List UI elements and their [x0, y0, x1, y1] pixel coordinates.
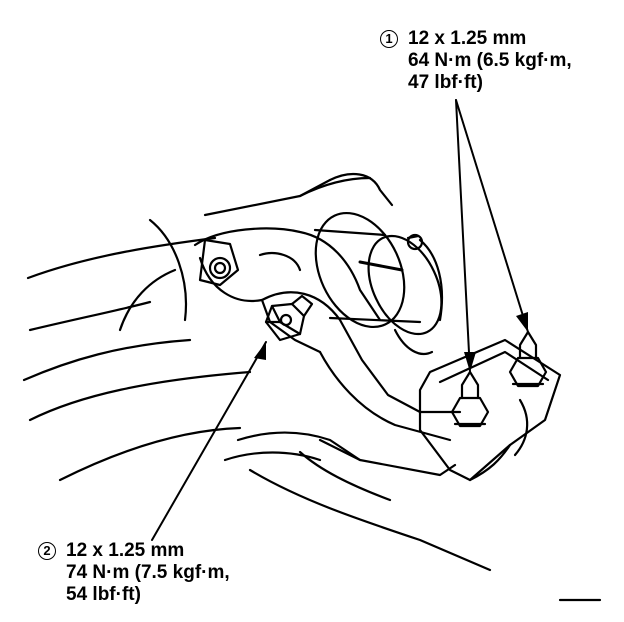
torque-spec-line: 47 lbf·ft)	[408, 72, 483, 93]
frame-outline	[22, 176, 372, 482]
leader-arrows	[151, 99, 529, 541]
mounting-plate	[318, 338, 562, 482]
leader-line-2	[151, 341, 267, 541]
stud-nut-1	[450, 370, 490, 428]
torque-spec-line: 54 lbf·ft)	[66, 584, 141, 605]
callout-upper-stud-nuts: 1 12 x 1.25 mm 64 N·m (6.5 kgf·m, 47 lbf…	[380, 28, 572, 94]
mount-body	[313, 173, 444, 356]
arrowheads	[254, 312, 528, 372]
leader-line-1a	[455, 99, 471, 373]
callout-through-bolt: 2 12 x 1.25 mm 74 N·m (7.5 kgf·m, 54 lbf…	[38, 540, 230, 606]
torque-spec-line: 64 N·m (6.5 kgf·m,	[408, 50, 572, 71]
subframe	[223, 431, 602, 602]
arrowhead-1a	[464, 352, 476, 372]
torque-spec-line: 74 N·m (7.5 kgf·m,	[66, 562, 230, 583]
through-bolt	[264, 294, 314, 342]
callout-number-badge: 1	[380, 30, 398, 48]
bolt-size-label: 12 x 1.25 mm	[66, 540, 185, 561]
callout-number-badge: 2	[38, 542, 56, 560]
leader-line-1b	[455, 99, 529, 333]
arrowhead-2	[254, 342, 266, 360]
arrowhead-1b	[516, 312, 528, 332]
mount-bracket	[193, 227, 462, 442]
bolt-size-label: 12 x 1.25 mm	[408, 28, 527, 49]
